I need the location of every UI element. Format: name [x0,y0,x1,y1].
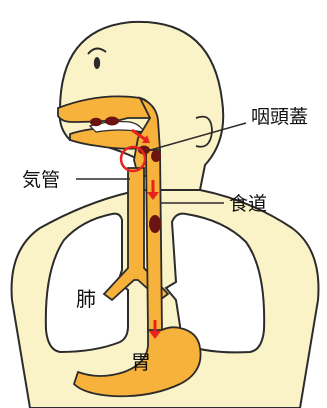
label-trachea: 気管 [22,169,60,191]
food-bolus-icon [90,118,102,126]
label-stomach: 胃 [131,350,151,374]
esophagus [146,150,162,332]
label-esophagus: 食道 [229,193,267,215]
label-lung: 肺 [76,287,96,311]
food-bolus-icon [151,150,161,162]
eye [94,57,100,69]
label-epiglottis: 咽頭蓋 [251,106,308,128]
food-bolus-icon [105,117,119,126]
food-bolus-icon [149,215,161,233]
